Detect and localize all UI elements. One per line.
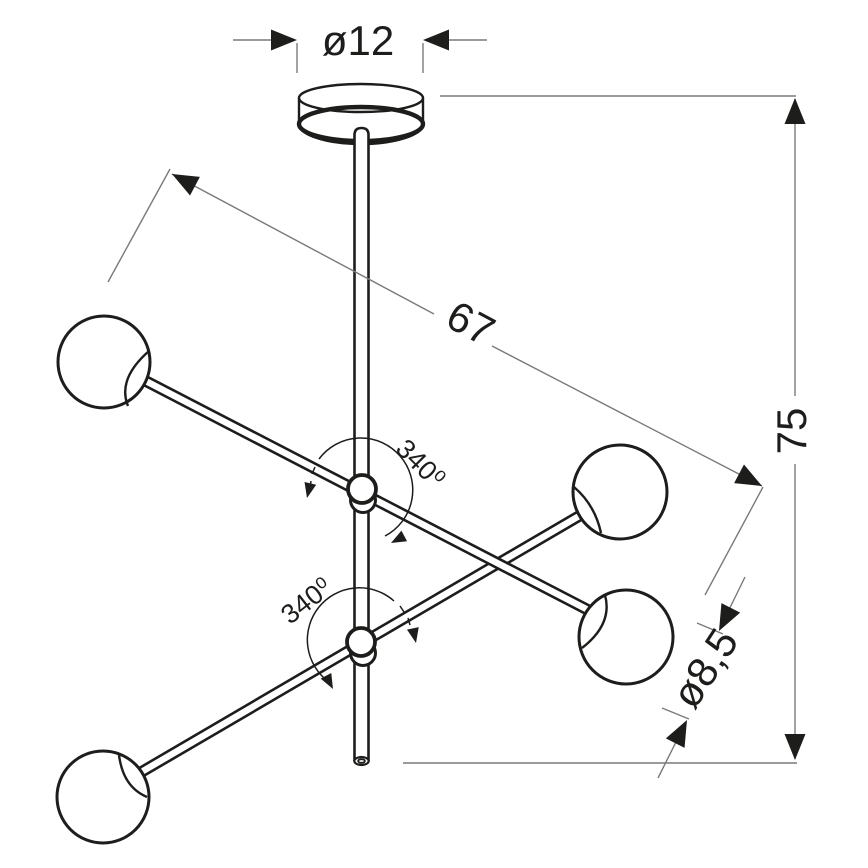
dim-67-arrow-right xyxy=(734,464,767,496)
stem-tube xyxy=(353,126,370,761)
rotation-lower-dash-1 xyxy=(399,605,405,613)
dim-67-line-left xyxy=(171,173,435,315)
dim-75-arrow-bottom xyxy=(784,734,806,760)
dim-o12-arrow-right xyxy=(423,29,449,51)
shade-upper-left-neck-lens xyxy=(124,350,150,407)
dim-67-line-right xyxy=(491,345,763,487)
dim-o12-label: ø12 xyxy=(322,17,394,64)
shade-lower-right-neck-lens xyxy=(581,594,608,649)
rotation-lower-arrow-right xyxy=(407,627,422,645)
rotation-lower: 340⁰ xyxy=(275,572,422,692)
rotation-lower-arc xyxy=(306,587,395,683)
dim-o12-arrow-left xyxy=(271,29,297,51)
dim-75-label: 75 xyxy=(768,408,815,455)
dim-o85-tick-lower xyxy=(661,707,690,720)
rotation-upper-arrow-right xyxy=(388,530,408,549)
globe-shades xyxy=(55,314,675,845)
dimension-total-height: 75 xyxy=(403,95,815,764)
shade-lower-right xyxy=(577,588,675,686)
dim-o85-label: ø8,5 xyxy=(662,620,747,716)
stem-bottom-opening xyxy=(357,758,366,764)
dim-67-label: 67 xyxy=(439,291,502,354)
shade-upper-left xyxy=(56,314,152,410)
lamp-figure xyxy=(55,82,675,845)
rotation-upper-dash-1 xyxy=(311,466,316,475)
dim-o85-arrow-lower xyxy=(665,715,697,748)
rotation-lower-arrow-left xyxy=(320,672,339,692)
rotation-upper-arrow-left xyxy=(301,482,317,500)
dimension-shade-diameter: ø8,5 xyxy=(657,576,747,779)
pivot-upper-ball xyxy=(346,473,378,505)
shade-upper-right xyxy=(571,443,669,541)
shade-upper-right-neck-lens xyxy=(573,486,603,534)
shade-lower-left-neck-lens xyxy=(117,754,148,799)
rotation-lower-label: 340⁰ xyxy=(275,572,337,630)
rotation-upper-label: 340⁰ xyxy=(390,433,451,494)
dim-67-arrow-left xyxy=(167,164,200,196)
dim-67-ext-right xyxy=(704,486,764,596)
rotation-upper-arc xyxy=(318,437,414,537)
dimension-canopy-diameter: ø12 xyxy=(233,17,487,73)
pivot-lower-ball xyxy=(345,626,377,658)
vertical-stem xyxy=(353,126,370,767)
dim-o85-tick-upper xyxy=(696,622,724,635)
dim-75-arrow-top xyxy=(784,98,806,124)
rotation-lower-dash-2 xyxy=(407,617,411,626)
stem-bottom-cap xyxy=(353,755,370,767)
shade-lower-left xyxy=(55,749,151,845)
pivot-joints xyxy=(345,473,378,667)
dim-67-ext-left xyxy=(107,168,171,283)
